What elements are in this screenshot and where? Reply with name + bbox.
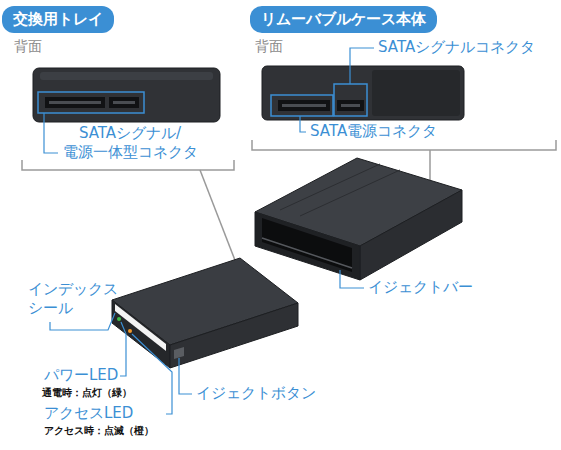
- panel-bevel: [40, 72, 213, 80]
- section-tab: 交換用トレイ: [2, 6, 114, 33]
- case-back-panel: [262, 66, 464, 120]
- power-led: [117, 317, 121, 321]
- case-side-face: [360, 190, 462, 280]
- case-detail: [280, 164, 380, 210]
- bracket: [252, 140, 556, 150]
- connector-pins: [282, 104, 326, 107]
- view-label: 背面: [255, 38, 283, 56]
- connector-pins: [113, 101, 135, 104]
- leader-line: [340, 270, 364, 288]
- highlight-box: [38, 92, 144, 113]
- leader-line: [132, 334, 172, 414]
- panel-raised-part: [372, 70, 460, 116]
- sata-signal-connector: [337, 100, 364, 111]
- part-label: インデックス シール: [28, 280, 128, 318]
- tray-side-face: [170, 303, 298, 368]
- case-opening: [262, 218, 352, 272]
- highlight-box: [271, 95, 333, 116]
- tab-title: リムーバブルケース本体: [261, 10, 426, 29]
- leader-line: [44, 113, 58, 153]
- view-label: 背面: [14, 38, 42, 56]
- part-label: SATAシグナルコネクタ: [378, 38, 535, 57]
- leader-line: [300, 116, 306, 132]
- sata-combo-connector: [45, 97, 105, 108]
- case-front-face: [255, 212, 360, 280]
- bracket-pointer: [200, 170, 238, 268]
- section-tab: リムーバブルケース本体: [250, 6, 437, 33]
- highlight-box: [334, 84, 367, 116]
- tray-front-face: [112, 300, 170, 368]
- tab-title: 交換用トレイ: [13, 10, 103, 29]
- tray-back-panel: [33, 68, 220, 122]
- status-note: 通電時：点灯（緑）: [42, 387, 132, 400]
- part-label: SATA電源コネクタ: [310, 122, 437, 141]
- part-label: SATAシグナル/ 電源一体型コネクタ: [50, 124, 210, 162]
- sata-power-connector: [278, 100, 330, 111]
- connector-pins: [341, 104, 360, 107]
- part-label: イジェクトボタン: [196, 384, 316, 403]
- status-note: アクセス時：点滅（橙）: [44, 425, 154, 438]
- leader-line: [350, 48, 374, 84]
- part-label: アクセスLED: [44, 404, 133, 423]
- access-led: [128, 329, 132, 333]
- case-detail: [300, 170, 400, 216]
- part-label: イジェクトバー: [368, 278, 473, 297]
- eject-button: [174, 347, 184, 359]
- part-label: パワーLED: [44, 366, 118, 385]
- sata-combo-connector: [109, 97, 139, 108]
- leader-line: [179, 358, 192, 394]
- bracket: [22, 160, 234, 170]
- eject-bar: [262, 238, 352, 268]
- connector-pins: [49, 101, 101, 104]
- leader-line: [120, 322, 126, 376]
